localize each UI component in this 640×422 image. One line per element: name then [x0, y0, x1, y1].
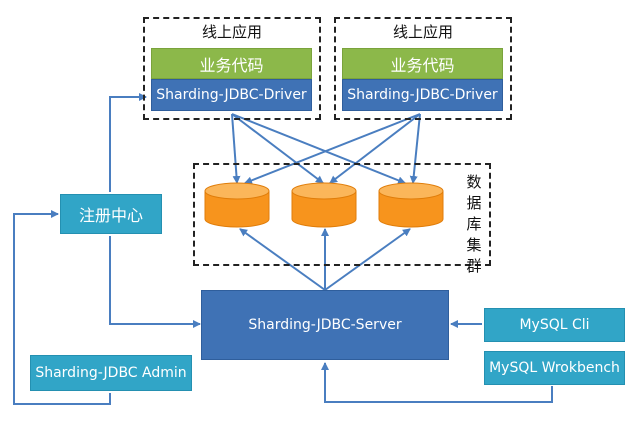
- arrow-right-app-db3: [409, 113, 421, 184]
- database-cluster-label: 数据库集群: [466, 173, 482, 275]
- online-app-right: [334, 17, 512, 120]
- arrow-right-app-db1: [244, 113, 421, 185]
- arrow-server-db1: [239, 228, 326, 291]
- mysql-cli[interactable]: MySQL Cli: [484, 308, 625, 342]
- jdbc-admin[interactable]: Sharding-JDBC Admin: [30, 355, 192, 391]
- arrow-workbench-server: [321, 362, 553, 403]
- database-cluster: [193, 163, 491, 266]
- mysql-workbench[interactable]: MySQL Wrokbench: [484, 351, 625, 385]
- arrow-server-db3: [324, 228, 411, 291]
- jdbc-server[interactable]: Sharding-JDBC-Server: [201, 290, 449, 360]
- jdbc-driver-left[interactable]: Sharding-JDBC-Driver: [151, 79, 312, 111]
- database-icon-1: [204, 182, 270, 228]
- business-code-right[interactable]: 业务代码: [342, 48, 503, 79]
- arrow-registry-server: [109, 236, 201, 328]
- online-app-right-title: 线上应用: [392, 23, 453, 41]
- database-icon-2: [291, 182, 357, 228]
- arrow-right-app-db2: [329, 113, 421, 184]
- registry-center[interactable]: 注册中心: [60, 194, 162, 234]
- arrow-left-app-db2: [231, 113, 324, 184]
- online-app-left-title: 线上应用: [201, 23, 262, 41]
- online-app-left: [143, 17, 321, 120]
- database-icon-3: [378, 182, 444, 228]
- jdbc-driver-right[interactable]: Sharding-JDBC-Driver: [342, 79, 503, 111]
- arrow-left-app-db3: [231, 113, 406, 185]
- arrow-left-app-db1: [231, 113, 241, 184]
- arrow-admin-registry: [13, 210, 111, 405]
- business-code-left[interactable]: 业务代码: [151, 48, 312, 79]
- arrow-registry-driver: [109, 93, 147, 192]
